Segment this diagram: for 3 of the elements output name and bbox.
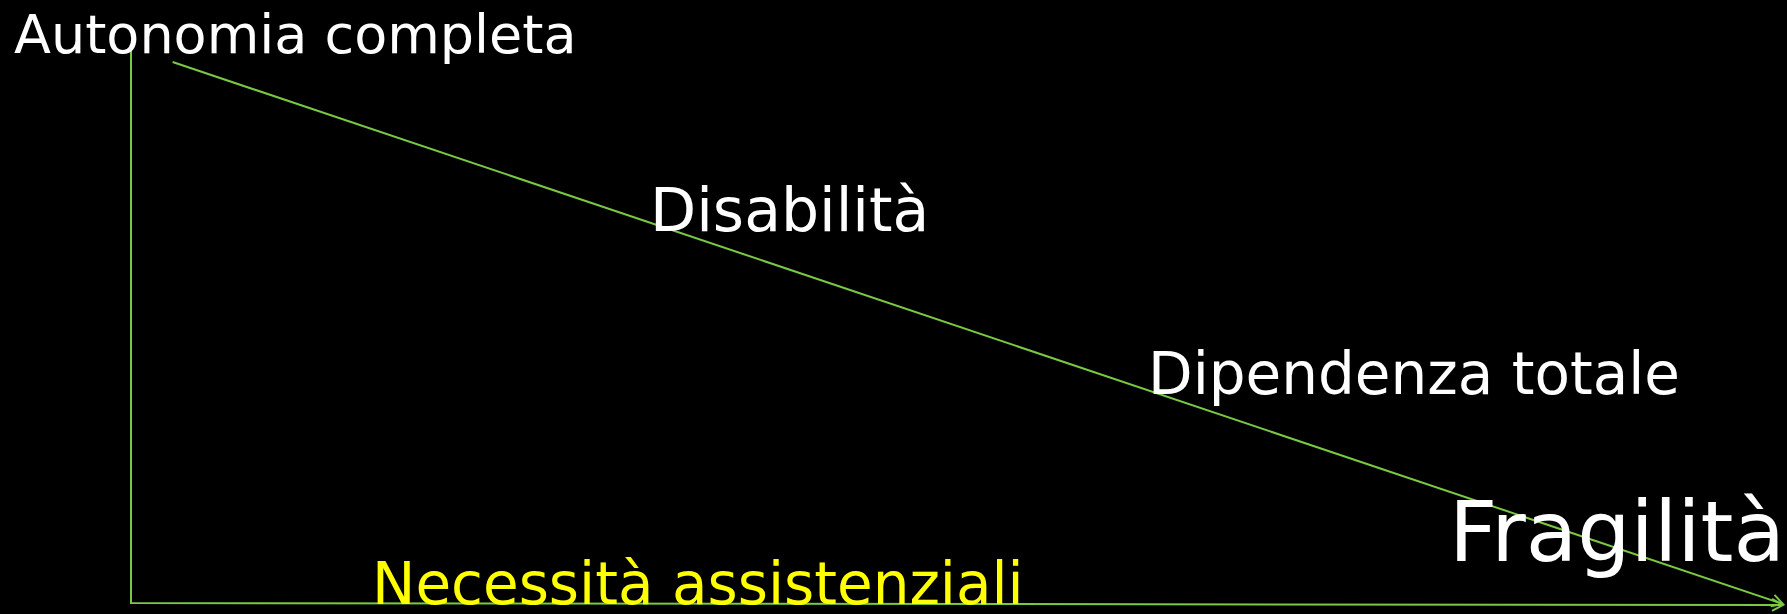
node-label: Autonomia completa — [14, 8, 577, 62]
axis-label: Necessità assistenziali — [372, 555, 1024, 613]
line-label: Disabilità — [650, 180, 930, 240]
